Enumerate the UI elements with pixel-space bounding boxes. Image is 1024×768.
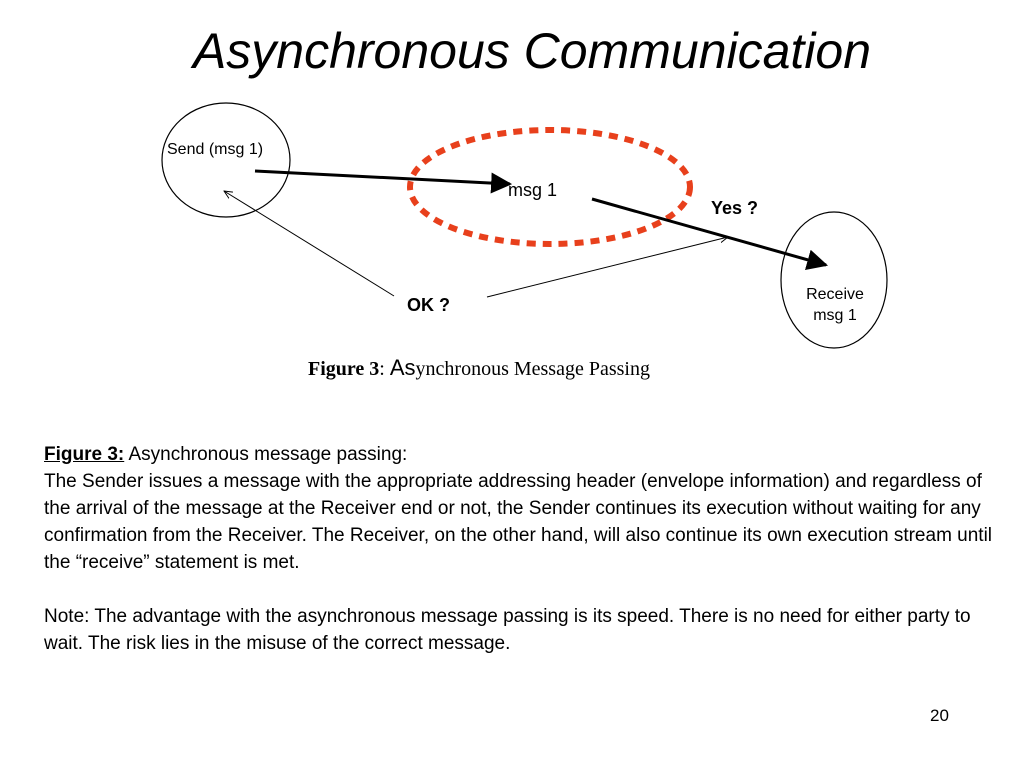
receiver-node (780, 211, 888, 349)
receive-label-line2: msg 1 (813, 307, 857, 324)
message-highlight-ellipse (407, 127, 693, 247)
description-heading-rest: Asynchronous message passing: (124, 444, 408, 465)
description-paragraph-2: Note: The advantage with the asynchronou… (44, 606, 971, 654)
caption-title-as: As (389, 355, 416, 380)
caption-title-rest: ynchronous Message Passing (415, 358, 650, 380)
message-label: msg 1 (508, 180, 558, 200)
paragraph-spacer (44, 576, 994, 603)
yes-label: Yes ? (711, 198, 759, 218)
sender-node (161, 102, 291, 218)
receive-label-line1: Receive (806, 286, 864, 303)
ok-label: OK ? (407, 295, 450, 315)
figure-reference: Figure 3: (44, 444, 125, 465)
slide-title: Asynchronous Communication (192, 23, 872, 79)
description-paragraph-1: The Sender issues a message with the app… (44, 471, 993, 573)
send-label: Send (msg 1) (167, 141, 264, 158)
page-number: 20 (930, 706, 949, 725)
message-passing-diagram (161, 102, 888, 349)
ok-to-receiver-arrow (486, 237, 728, 298)
ok-return-arrow (224, 191, 395, 297)
deliver-arrow (591, 197, 829, 270)
caption-figure-number: Figure 3 (308, 358, 380, 380)
description-text: Figure 3: Asynchronous message passing: … (44, 441, 994, 657)
receive-label: Receive msg 1 (790, 284, 880, 326)
description-heading: Figure 3: Asynchronous message passing: (44, 441, 994, 468)
caption-colon: : (379, 358, 390, 380)
send-arrow (254, 169, 513, 194)
figure-caption: Figure 3: Asynchronous Message Passing (0, 355, 958, 381)
